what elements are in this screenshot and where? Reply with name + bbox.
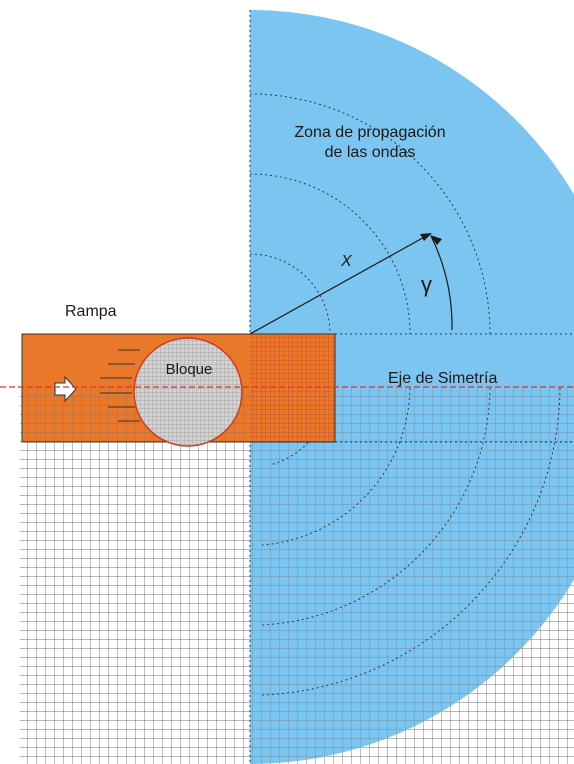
radius-vector [249, 234, 429, 335]
zone-title-line2: de las ondas [325, 144, 416, 161]
distance-label: X [340, 253, 353, 270]
motion-streaks [100, 349, 140, 422]
block-circle [133, 337, 243, 447]
wavefront-arc-lower-4 [261, 387, 561, 696]
angle-arc [430, 235, 453, 331]
wavefront-arc-1 [249, 253, 331, 335]
block-label: Bloque [166, 361, 213, 378]
movement-arrow-icon [54, 375, 77, 403]
wavefront-arcs [249, 93, 561, 696]
symmetry-axis-label: Eje de Simetría [388, 370, 497, 387]
angle-arrowhead-icon [430, 235, 442, 245]
angle-label: γ [421, 272, 432, 297]
ramp-mesh-refinement [250, 334, 335, 442]
zone-title-line1: Zona de propagación [294, 124, 445, 141]
radius-arrowhead-icon [420, 233, 432, 241]
ramp-label: Rampa [65, 303, 117, 320]
wavefront-arc-2 [249, 173, 411, 335]
wavefront-arc-lower-3 [261, 387, 491, 626]
